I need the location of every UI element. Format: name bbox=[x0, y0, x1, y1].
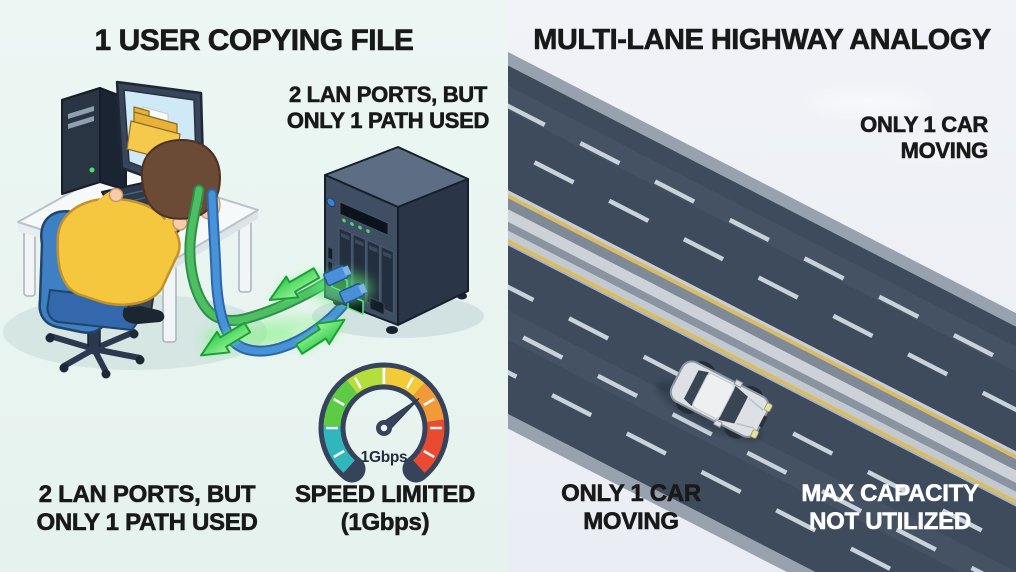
callout-max-capacity: MAX CAPACITY NOT UTILIZED bbox=[801, 480, 979, 535]
cloud-wisps bbox=[810, 92, 980, 157]
speed-gauge: 1Gbps bbox=[318, 362, 450, 483]
callout-lan-ports-top: 2 LAN PORTS, BUT ONLY 1 PATH USED bbox=[286, 82, 490, 133]
flow-arrow-to-port bbox=[268, 267, 321, 301]
callout-one-car-top: ONLY 1 CAR MOVING bbox=[860, 112, 989, 163]
car-roof bbox=[692, 373, 735, 419]
nas-status-leds bbox=[342, 218, 370, 234]
panel-left-file-copy: 1Gbps bbox=[0, 0, 508, 572]
callout-lan-ports-bottom: 2 LAN PORTS, BUT ONLY 1 PATH USED bbox=[36, 481, 258, 536]
ethernet-cable-green bbox=[184, 184, 340, 327]
panel-right-highway-analogy bbox=[508, 0, 1016, 572]
flow-arrow-down-left bbox=[199, 321, 252, 357]
right-panel-title: MULTI-LANE HIGHWAY ANALOGY bbox=[533, 24, 992, 57]
left-panel-title: 1 USER COPYING FILE bbox=[94, 24, 414, 58]
far-carriageway bbox=[508, 0, 1016, 572]
gauge-ticks bbox=[326, 368, 442, 459]
gauge-caption: SPEED LIMITED (1Gbps) bbox=[294, 481, 476, 536]
rj45-connector-blue-cable bbox=[338, 283, 368, 305]
flow-arrow-up-right bbox=[295, 318, 346, 355]
windshield bbox=[718, 385, 748, 424]
desk-legs bbox=[23, 211, 252, 343]
nas-device bbox=[312, 146, 469, 334]
callout-one-car-bottom: ONLY 1 CAR MOVING bbox=[561, 480, 702, 535]
workstation-scene-illustration: 1Gbps bbox=[3, 80, 484, 483]
highway-road bbox=[508, 0, 1016, 572]
rj45-connector-green-cable bbox=[322, 265, 352, 287]
highway-scene-illustration bbox=[508, 0, 1016, 572]
data-flow-arrows bbox=[199, 267, 346, 357]
pc-tower bbox=[61, 87, 127, 195]
nas-power-button bbox=[326, 197, 336, 208]
median-strip bbox=[508, 97, 1016, 572]
shoe bbox=[122, 306, 165, 324]
gauge-value-label: 1Gbps bbox=[361, 449, 408, 466]
left-hand bbox=[108, 187, 124, 203]
user-person bbox=[56, 138, 222, 324]
lane-markings bbox=[508, 28, 1016, 572]
power-led bbox=[89, 167, 95, 173]
headlight bbox=[764, 402, 773, 412]
torso bbox=[56, 197, 181, 306]
headlight bbox=[750, 429, 759, 439]
car bbox=[656, 360, 773, 442]
